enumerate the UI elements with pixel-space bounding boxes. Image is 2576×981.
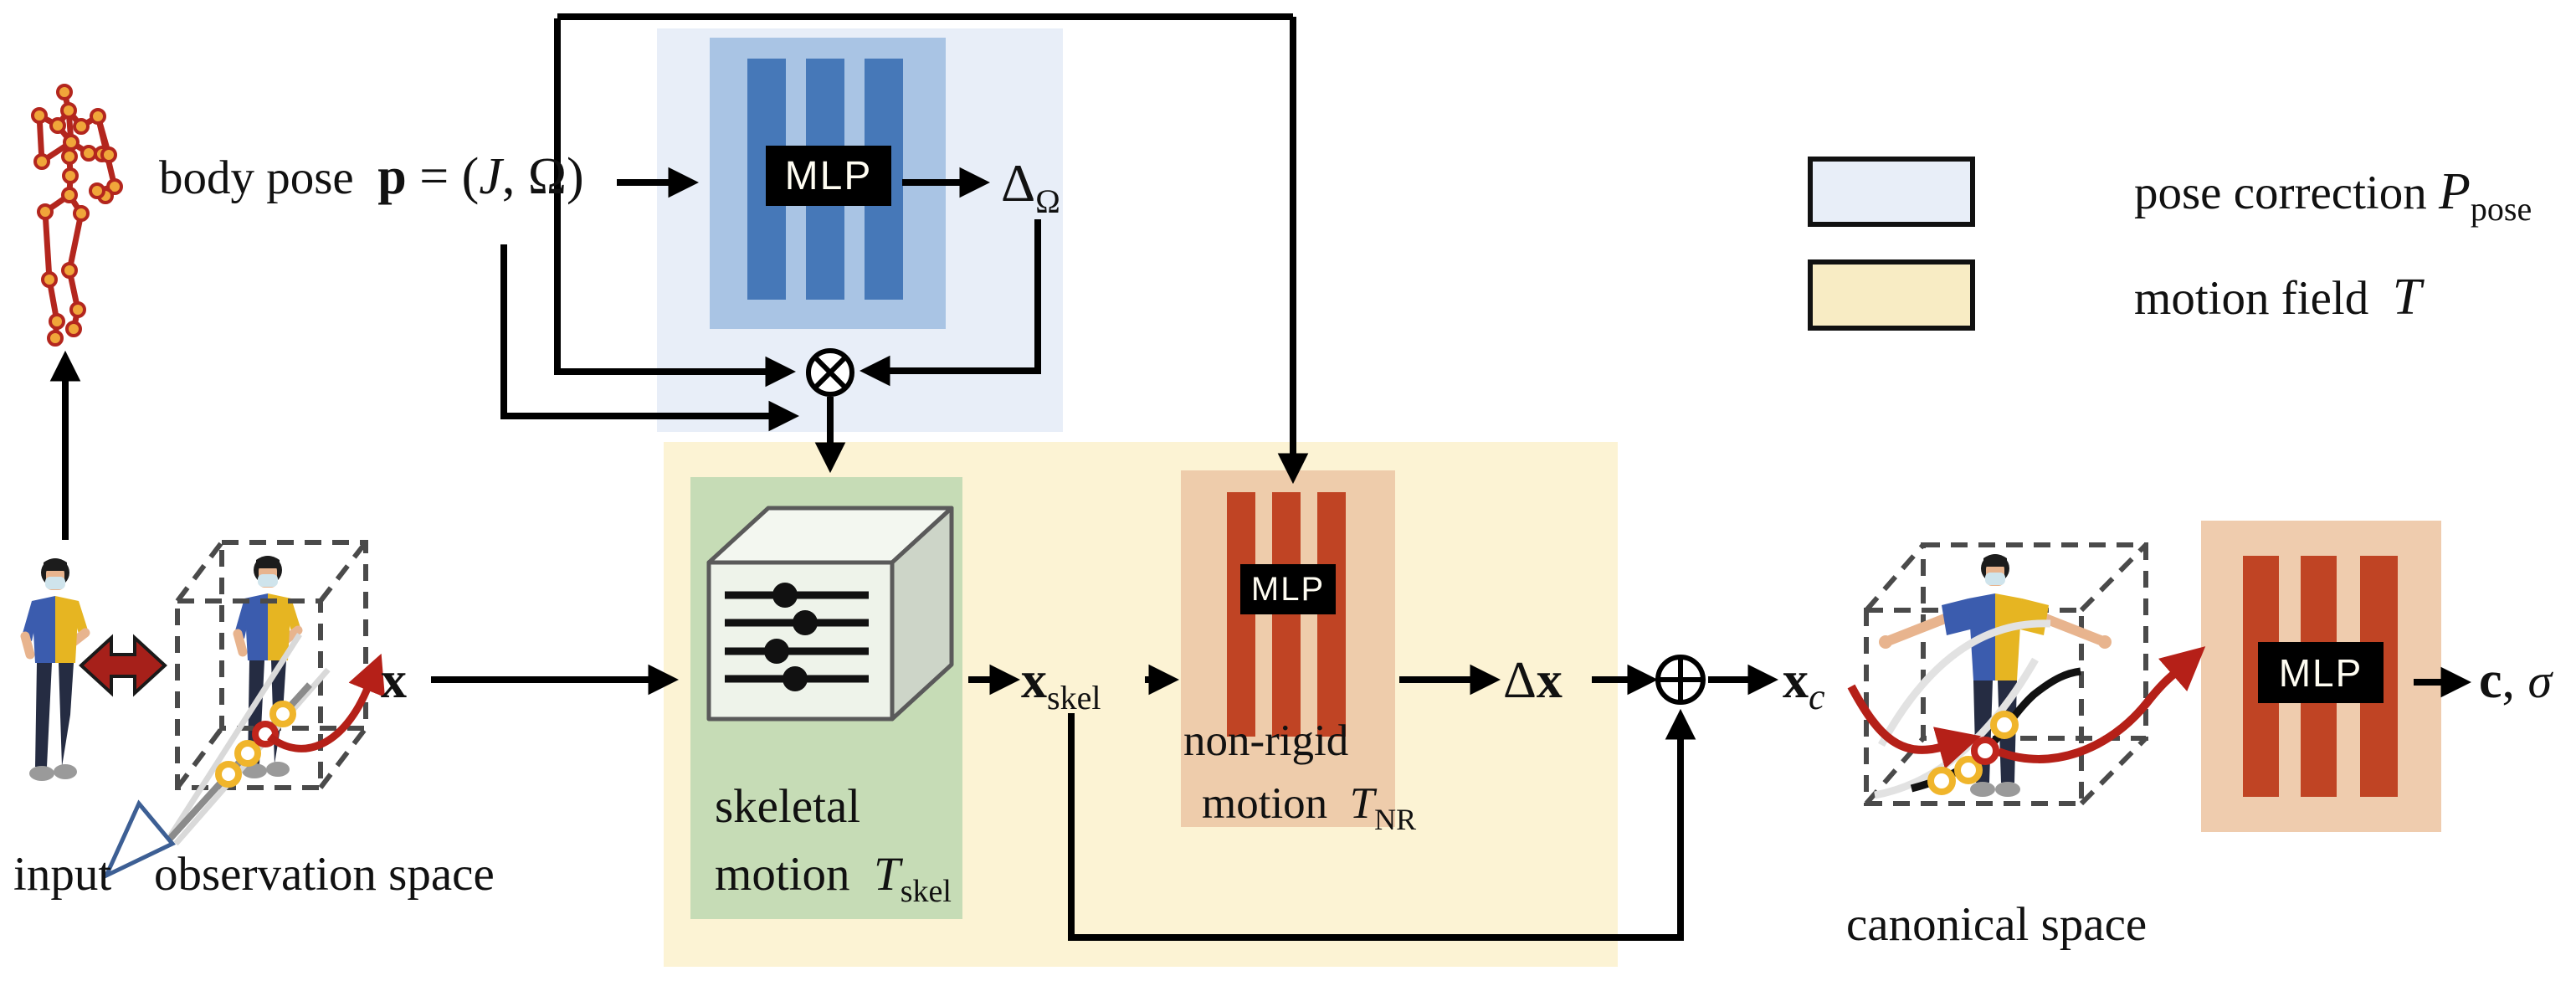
var-omega: Ω [527, 148, 567, 205]
canonical-motion-curves [1847, 619, 2206, 799]
input-label: input [13, 848, 112, 901]
var-p: p [377, 148, 407, 205]
observation-space-label: observation space [154, 848, 495, 901]
legend-pose-correction-label: pose correction Ppose [2134, 163, 2532, 228]
output-c-sigma: c, σ [2479, 652, 2553, 709]
canonical-space-label: canonical space [1846, 898, 2148, 951]
body-pose-formula: body pose p = (J, Ω) [159, 148, 584, 205]
canonical-mlp-black-box: MLP [2258, 642, 2384, 703]
input-person-image [22, 558, 89, 781]
nonrigid-motion-label: non-rigid motion TNR [1183, 716, 1417, 837]
var-J: J [479, 148, 502, 205]
delta-omega-output: ΔΩ [1001, 153, 1060, 220]
canonical-person-image [1879, 554, 2112, 797]
legend-pose-correction-swatch [1808, 157, 1975, 227]
observation-person-image [234, 556, 301, 778]
camera-frustum-icon [101, 633, 385, 881]
var-x-c: xc [1783, 652, 1825, 717]
var-x: x [381, 652, 407, 709]
add-operator-icon [1655, 655, 1706, 705]
body-pose-skeleton-icon [31, 84, 123, 347]
var-x-skel: xskel [1021, 652, 1101, 716]
body-pose-label: body pose [159, 152, 354, 204]
correspondence-double-arrow-icon [79, 634, 167, 697]
nonrigid-mlp-label: MLP [1250, 570, 1326, 608]
legend-motion-field-label: motion field T [2134, 269, 2422, 326]
nonrigid-mlp-bar [1227, 492, 1255, 737]
nonrigid-mlp-bar [1317, 492, 1346, 737]
nonrigid-mlp-black-box: MLP [1240, 564, 1336, 614]
pose-mlp-label: MLP [784, 153, 873, 198]
observation-cube-icon [175, 540, 368, 790]
ray-sample-dots [215, 701, 296, 788]
pose-mlp-black-box: MLP [766, 146, 891, 206]
canonical-cube-icon [1864, 542, 2148, 806]
legend-motion-field-swatch [1808, 259, 1975, 331]
nonrigid-mlp-bar [1272, 492, 1301, 737]
var-delta-x: Δx [1503, 652, 1563, 709]
canonical-mlp-label: MLP [2278, 650, 2363, 695]
skeletal-motion-label: skeletal motion Tskel [715, 780, 952, 909]
